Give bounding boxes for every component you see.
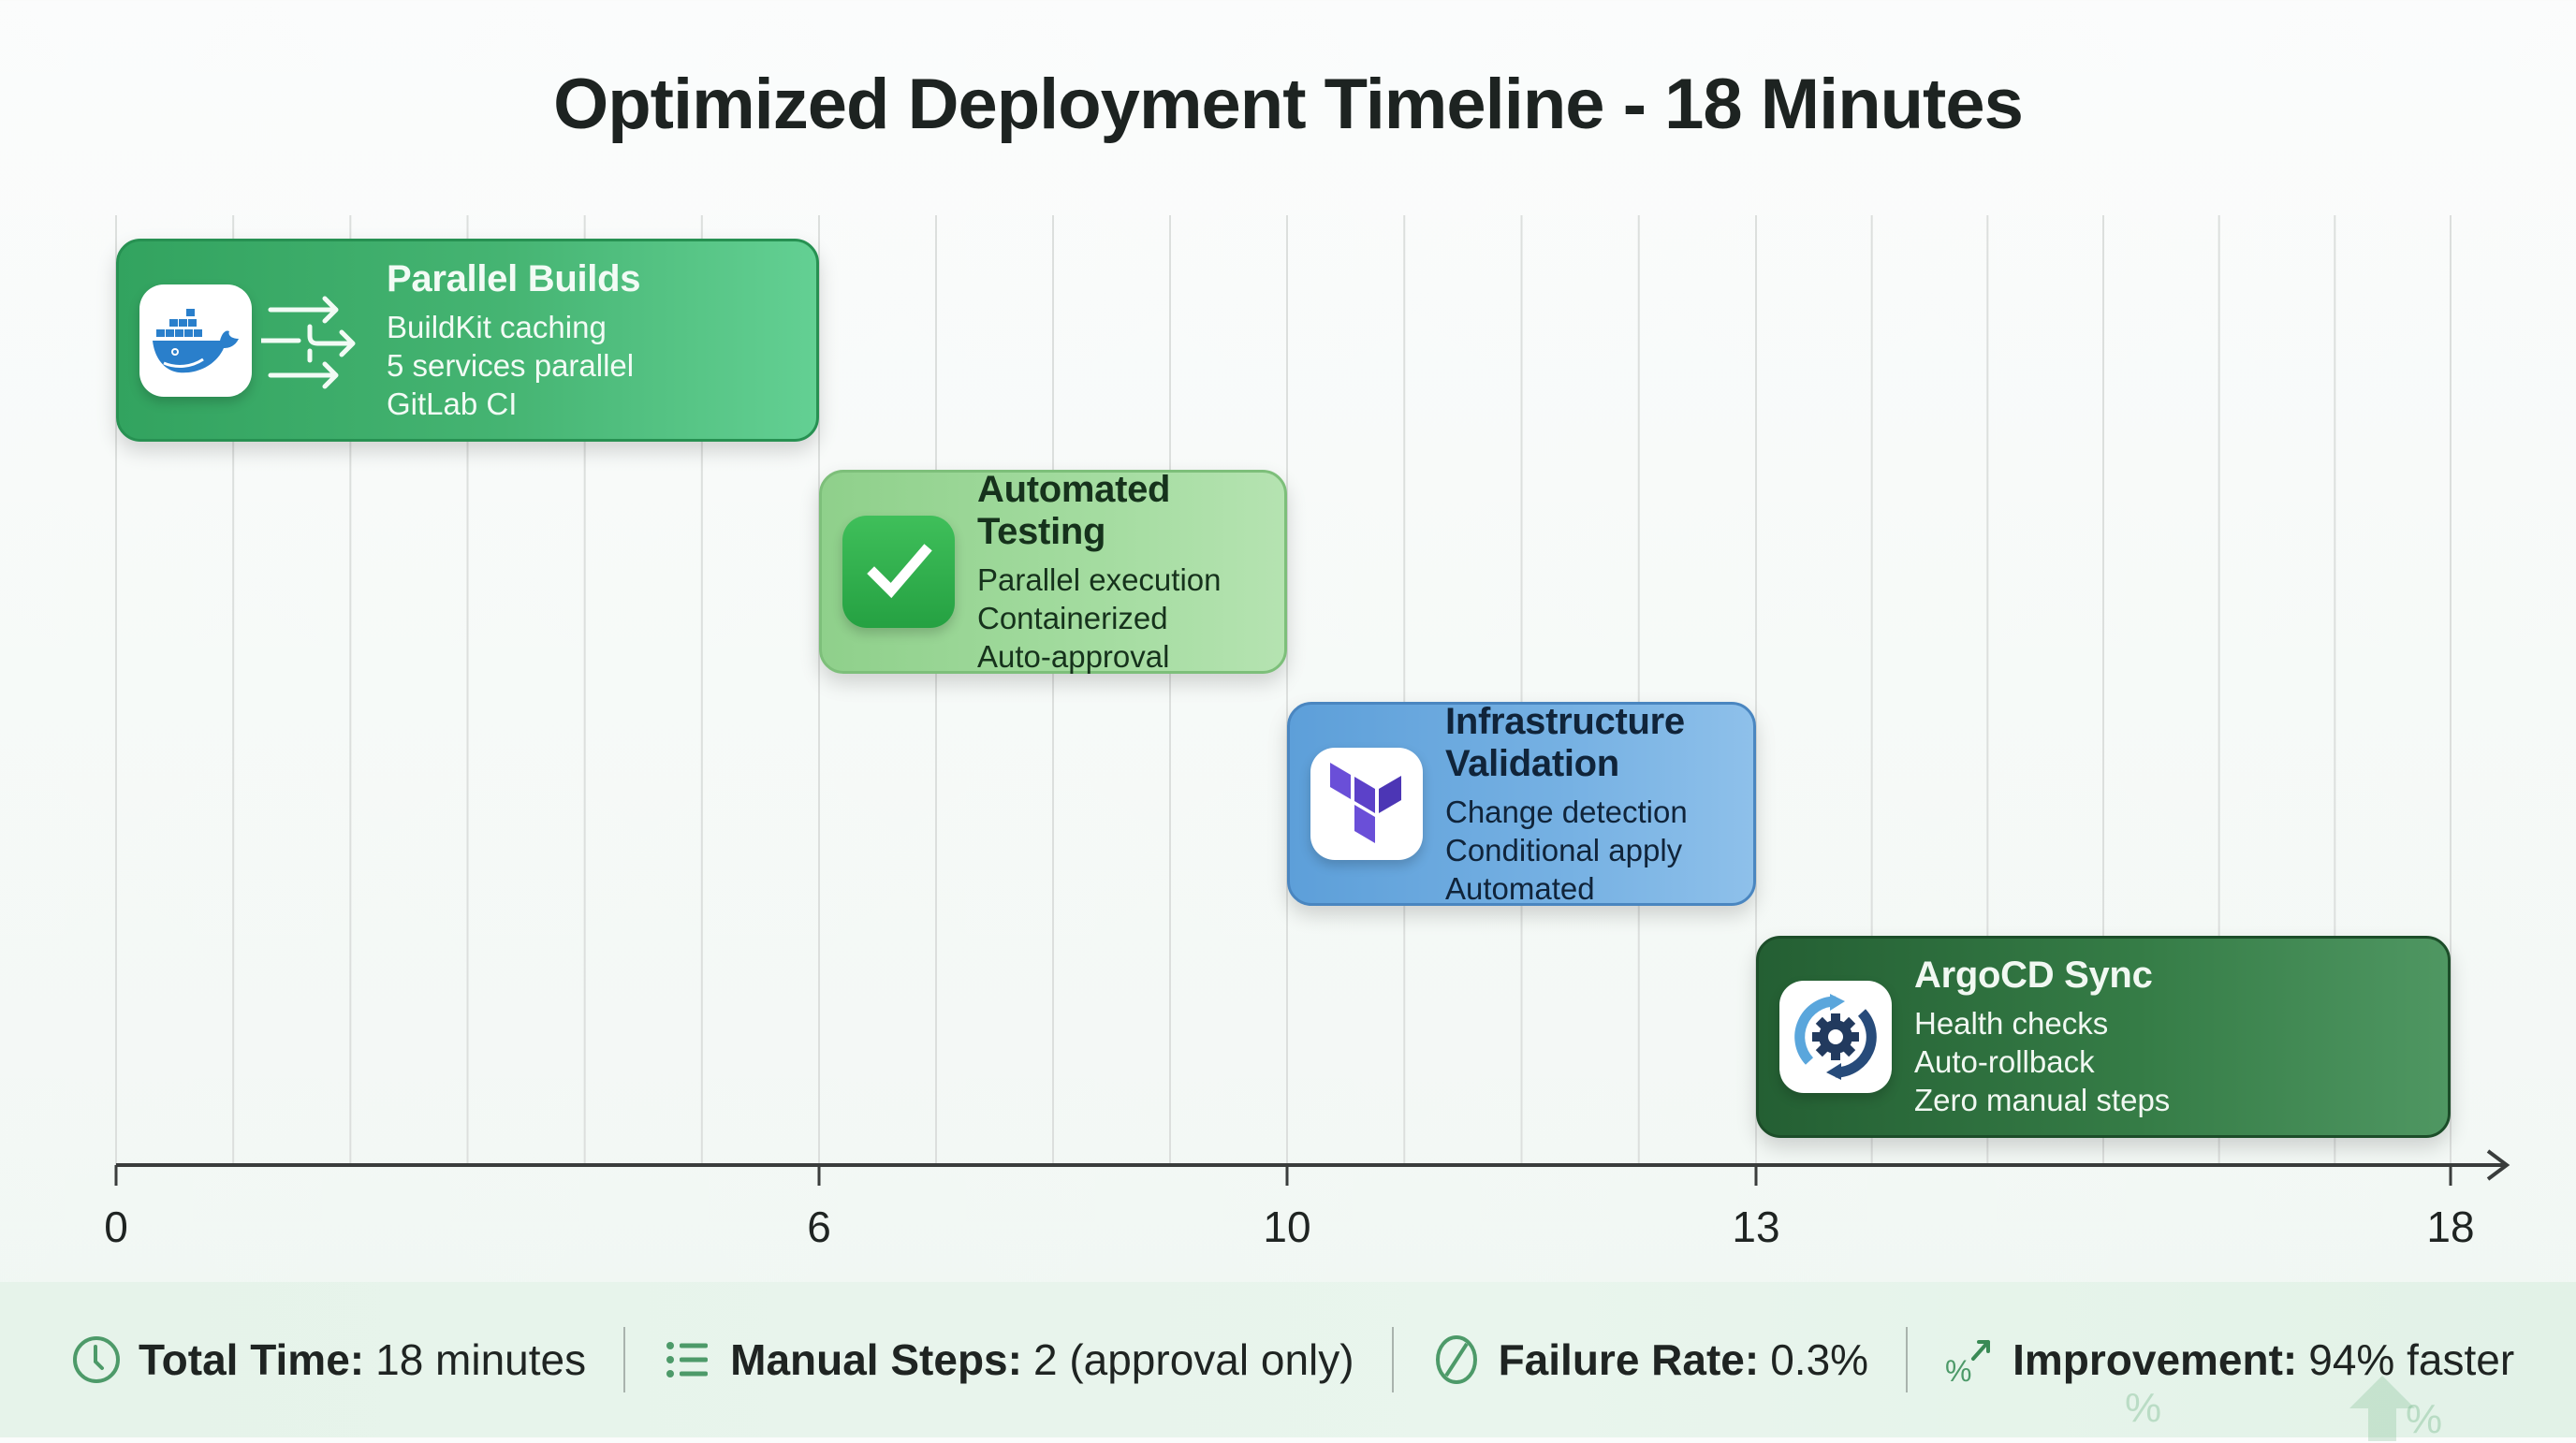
decorative-up-arrow-icon <box>2349 1376 2415 1441</box>
x-tick-label: 18 <box>2426 1202 2474 1251</box>
phase-title: Parallel Builds <box>387 257 641 299</box>
x-tick-label: 0 <box>104 1202 128 1251</box>
stat-label: Improvement: <box>2012 1335 2298 1384</box>
x-tick-label: 6 <box>807 1202 831 1251</box>
stat-improvement: % Improvement: 94% faster <box>1945 1334 2514 1385</box>
no-failure-icon <box>1435 1335 1477 1384</box>
phase-detail: Conditional apply <box>1445 832 1683 867</box>
phase-detail: Health checks <box>1914 1006 2109 1041</box>
stat-total-time: Total Time: 18 minutes <box>71 1334 586 1385</box>
terraform-icon <box>1310 748 1423 860</box>
x-tick-label: 13 <box>1732 1202 1779 1251</box>
phase-detail: Containerized <box>977 600 1168 635</box>
stat-value: 94% faster <box>2308 1335 2515 1384</box>
divider <box>1906 1327 1909 1392</box>
stat-label: Total Time: <box>139 1335 365 1384</box>
phase-title: ArgoCD Sync <box>1914 955 2153 996</box>
divider <box>1391 1327 1394 1392</box>
stat-value: 0.3% <box>1770 1335 1869 1384</box>
stat-value: 2 (approval only) <box>1032 1335 1354 1384</box>
stat-failure-rate: Failure Rate: 0.3% <box>1431 1334 1869 1385</box>
stat-value: 18 minutes <box>375 1335 587 1384</box>
phase-detail: Change detection <box>1445 794 1688 829</box>
divider <box>623 1327 626 1392</box>
percent-up-arrow-icon: % <box>1945 1340 1991 1385</box>
x-tick-label: 10 <box>1263 1202 1310 1251</box>
phase-detail: Zero manual steps <box>1914 1083 2171 1117</box>
decorative-percent: % <box>2406 1396 2443 1442</box>
decorative-percent: % <box>2125 1385 2162 1431</box>
argocd-sync-gear-icon <box>1779 981 1892 1093</box>
list-icon <box>666 1342 709 1377</box>
phase-detail: Parallel execution <box>977 561 1222 597</box>
phase-detail: Automated <box>1445 870 1595 906</box>
phase-detail: 5 services parallel <box>387 347 635 383</box>
stat-manual-steps: Manual Steps: 2 (approval only) <box>663 1334 1354 1385</box>
stats-footer: Total Time: 18 minutes Manual Steps: 2 (… <box>0 1282 2576 1442</box>
svg-text:%: % <box>1945 1354 1971 1385</box>
x-axis: 0 6 10 13 18 <box>104 1149 2510 1251</box>
chart-title: Optimized Deployment Timeline - 18 Minut… <box>553 65 2024 144</box>
checkmark-icon <box>842 516 955 628</box>
parallel-arrows-icon <box>258 289 364 392</box>
stat-label: Manual Steps: <box>730 1335 1022 1384</box>
phase-title: Infrastructure Validation <box>1445 700 1685 784</box>
phase-detail: Auto-approval <box>977 638 1170 674</box>
stat-label: Failure Rate: <box>1498 1335 1760 1384</box>
x-axis-arrowhead <box>2486 1149 2510 1181</box>
phase-detail: GitLab CI <box>387 386 518 421</box>
phase-detail: Auto-rollback <box>1914 1044 2095 1079</box>
clock-icon <box>73 1336 120 1383</box>
phase-detail: BuildKit caching <box>387 309 607 344</box>
docker-whale-icon <box>139 284 252 397</box>
phase-title: Automated Testing <box>977 468 1171 552</box>
